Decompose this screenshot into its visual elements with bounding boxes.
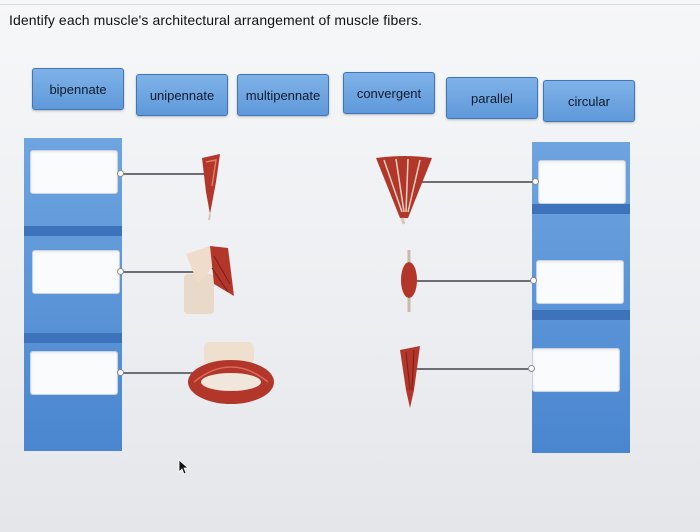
circular-muscle-image (188, 342, 274, 404)
fusiform-muscle-image (401, 250, 417, 312)
label-chip-unipennate[interactable]: unipennate (136, 74, 228, 116)
unipennate-muscle-image (202, 154, 220, 221)
drop-target-right-1[interactable] (538, 160, 626, 204)
question-text: Identify each muscle's architectural arr… (9, 12, 423, 28)
mouse-cursor-icon (178, 459, 190, 475)
leader-line-left-2 (120, 271, 200, 273)
connector-dot (530, 277, 537, 284)
connector-dot (117, 268, 124, 275)
leader-line-left-3 (120, 372, 198, 374)
label-chip-multipennate[interactable]: multipennate (237, 74, 329, 116)
leader-line-right-1 (420, 181, 536, 183)
connector-dot (528, 365, 535, 372)
label-chip-circular[interactable]: circular (543, 80, 635, 122)
label-chip-parallel[interactable]: parallel (446, 77, 538, 119)
connector-dot (117, 369, 124, 376)
connector-dot (117, 170, 124, 177)
top-divider (0, 4, 700, 5)
label-chip-bipennate[interactable]: bipennate (32, 68, 124, 110)
label-chip-convergent[interactable]: convergent (343, 72, 435, 114)
drop-target-left-3[interactable] (30, 351, 118, 395)
multipennate-muscle-image (184, 246, 234, 314)
drop-target-left-1[interactable] (30, 150, 118, 194)
drop-target-left-2[interactable] (32, 250, 120, 294)
drop-target-right-3[interactable] (532, 348, 620, 392)
convergent-muscle-image (376, 156, 432, 225)
leader-line-left-1 (120, 173, 206, 175)
connector-dot (532, 178, 539, 185)
parallel-muscle-image (400, 346, 420, 408)
leader-line-right-2 (412, 280, 534, 282)
drop-target-right-2[interactable] (536, 260, 624, 304)
leader-line-right-3 (414, 368, 532, 370)
